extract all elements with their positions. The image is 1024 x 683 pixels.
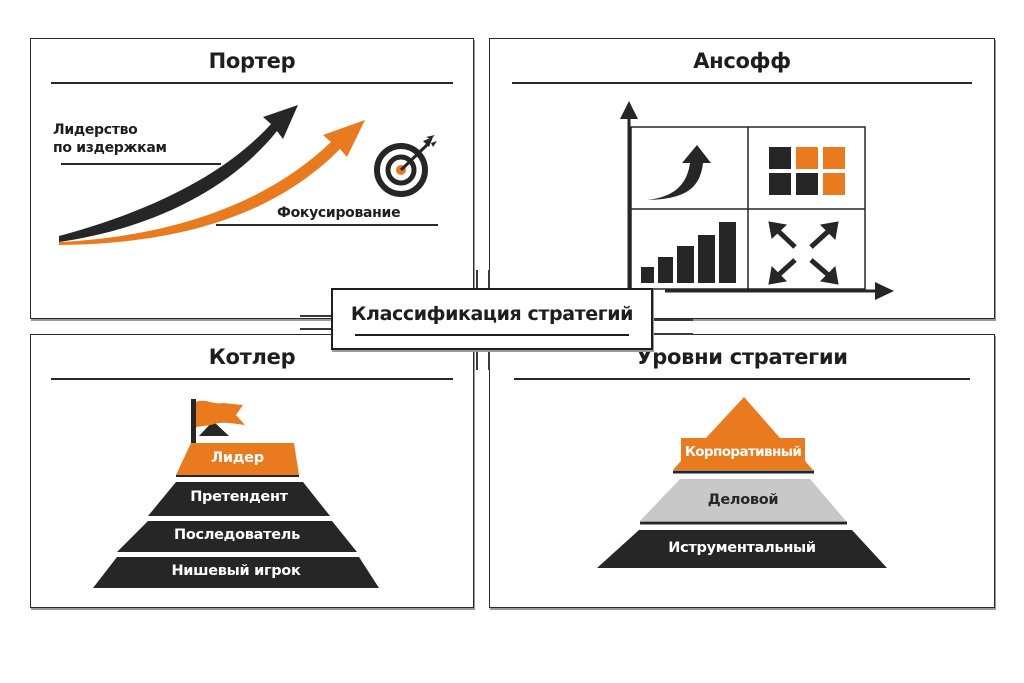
connector-bottom: [488, 350, 490, 370]
level-business-label: Деловой: [707, 492, 779, 508]
focus-underline: [216, 224, 438, 226]
porter-title: Портер: [208, 49, 296, 73]
level-corporate: [673, 397, 813, 470]
kotler-panel: Котлер Лидер Претендент Последователь Ни…: [30, 334, 474, 608]
kotler-level-follower-label: Последователь: [174, 527, 300, 543]
target-with-dart-icon: [374, 135, 437, 197]
kotler-level-leader-label: Лидер: [211, 450, 264, 466]
curved-up-arrow-icon: [647, 145, 711, 200]
kotler-level-challenger-label: Претендент: [190, 489, 288, 505]
expand-arrows-icon: [768, 221, 839, 285]
porter-title-rule: [51, 82, 453, 84]
level-business: [640, 479, 846, 521]
kotler-level-niche-label: Нишевый игрок: [171, 563, 301, 579]
level-corporate-label: Корпоративный: [684, 444, 802, 460]
x-axis-arrow-icon: [875, 282, 894, 300]
connector-right: [653, 333, 693, 335]
connector-right: [653, 319, 693, 321]
flag-pole: [191, 399, 196, 443]
level-functional-label: Иструментальный: [668, 540, 816, 556]
y-axis-arrow-icon: [620, 101, 638, 119]
ansoff-title-rule: [512, 82, 972, 84]
ansoff-panel: Ансофф: [489, 38, 995, 319]
kotler-level-niche: [93, 557, 379, 588]
kotler-level-follower: [117, 521, 357, 552]
connector-left: [300, 315, 331, 317]
center-title-rule: [355, 334, 629, 336]
connector-top: [488, 270, 490, 288]
strategy-levels-title: Уровни стратегии: [636, 345, 848, 369]
bar-chart-icon: [641, 222, 736, 283]
ansoff-matrix: [620, 101, 894, 300]
kotler-level-challenger: [148, 482, 330, 516]
strategy-levels-pyramid: [597, 397, 887, 568]
flag-icon: [196, 400, 245, 427]
cost-leadership-label: Лидерство по издержкам: [53, 122, 167, 156]
kotler-title-rule: [51, 378, 453, 380]
kotler-level-leader: [176, 443, 299, 475]
ansoff-title: Ансофф: [693, 49, 791, 73]
strategy-levels-title-rule: [514, 378, 970, 380]
connector-top: [476, 270, 478, 288]
strategy-levels-panel: Уровни стратегии Корпоративный Деловой И…: [489, 334, 995, 608]
center-title-box: Классификация стратегий: [331, 288, 653, 350]
connector-left: [300, 328, 331, 330]
kotler-pyramid: [93, 399, 379, 588]
porter-panel: Портер Лидерство по издержкам Фокусирова…: [30, 38, 474, 319]
cost-leadership-underline: [61, 163, 221, 165]
connector-bottom: [476, 350, 478, 370]
kotler-title: Котлер: [208, 345, 296, 369]
dark-growth-arrow-icon: [59, 105, 365, 245]
grid-squares-icon: [769, 147, 845, 195]
center-title: Классификация стратегий: [350, 303, 634, 325]
focus-label: Фокусирование: [277, 205, 401, 221]
level-functional: [597, 530, 887, 568]
